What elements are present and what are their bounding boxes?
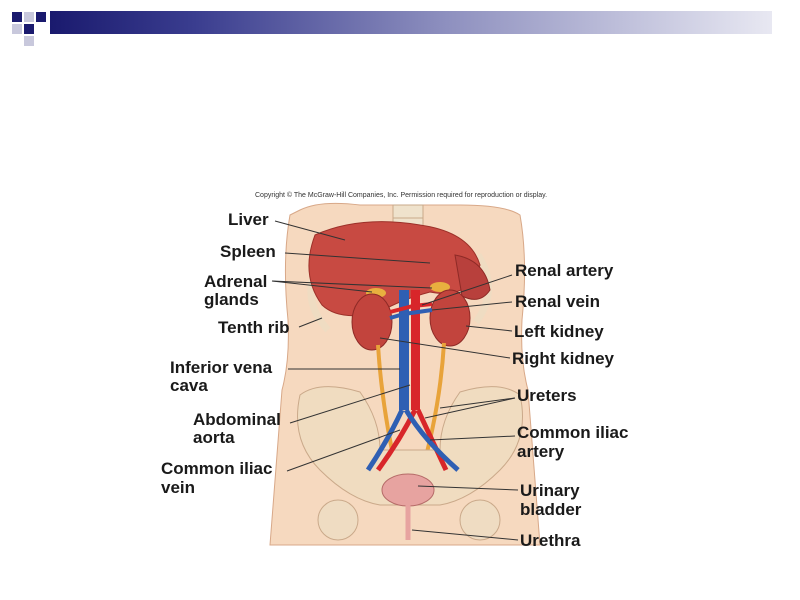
inferior-vena-cava	[399, 290, 409, 410]
header-square-4	[24, 24, 34, 34]
renal-artery	[389, 302, 433, 314]
label-common-iliac-vein-line2: vein	[161, 478, 196, 497]
label-common-iliac-artery-line2: artery	[517, 442, 565, 461]
label-bladder-line1: Urinary	[520, 481, 580, 500]
anatomy-illustration	[155, 186, 655, 546]
label-aorta-line2: aorta	[193, 428, 235, 447]
copyright-notice: Copyright © The McGraw-Hill Companies, I…	[255, 192, 548, 199]
header-square-6	[24, 36, 34, 46]
renal-vein	[389, 308, 433, 320]
label-urethra: Urethra	[520, 531, 581, 550]
header-square-5	[12, 24, 22, 34]
header-square-1	[12, 12, 22, 22]
label-aorta-line1: Abdominal	[193, 410, 281, 429]
right-kidney	[351, 293, 393, 351]
label-adrenal-line2: glands	[204, 290, 259, 309]
femur-head-left	[459, 499, 501, 541]
adrenal-gland-left	[430, 282, 450, 292]
label-ivc-line1: Inferior vena	[170, 358, 273, 377]
label-common-iliac-vein-line1: Common iliac	[161, 459, 273, 478]
left-kidney	[429, 289, 471, 347]
label-bladder-line2: bladder	[520, 500, 582, 519]
label-left-kidney: Left kidney	[514, 322, 604, 341]
label-right-kidney: Right kidney	[512, 349, 615, 368]
abdominal-aorta	[411, 290, 420, 410]
label-liver: Liver	[228, 210, 269, 229]
label-renal-vein: Renal vein	[515, 292, 601, 311]
header-square-3	[36, 12, 46, 22]
common-iliac-vein	[365, 408, 460, 472]
spleen	[454, 254, 491, 300]
label-adrenal-line1: Adrenal	[204, 272, 268, 291]
label-ivc-line2: cava	[170, 376, 208, 395]
liver	[308, 221, 481, 317]
label-spleen: Spleen	[220, 242, 276, 261]
pelvis	[297, 386, 523, 506]
header-gradient-bar	[50, 11, 772, 34]
header-square-2	[24, 12, 34, 22]
anatomy-svg	[269, 202, 541, 546]
label-ureters: Ureters	[517, 386, 577, 405]
leader-lines	[271, 220, 519, 541]
label-common-iliac-artery-line1: Common iliac	[517, 423, 629, 442]
urinary-bladder	[381, 473, 435, 507]
femur-head-right	[317, 499, 359, 541]
label-renal-artery: Renal artery	[515, 261, 614, 280]
label-tenth-rib: Tenth rib	[218, 318, 290, 337]
